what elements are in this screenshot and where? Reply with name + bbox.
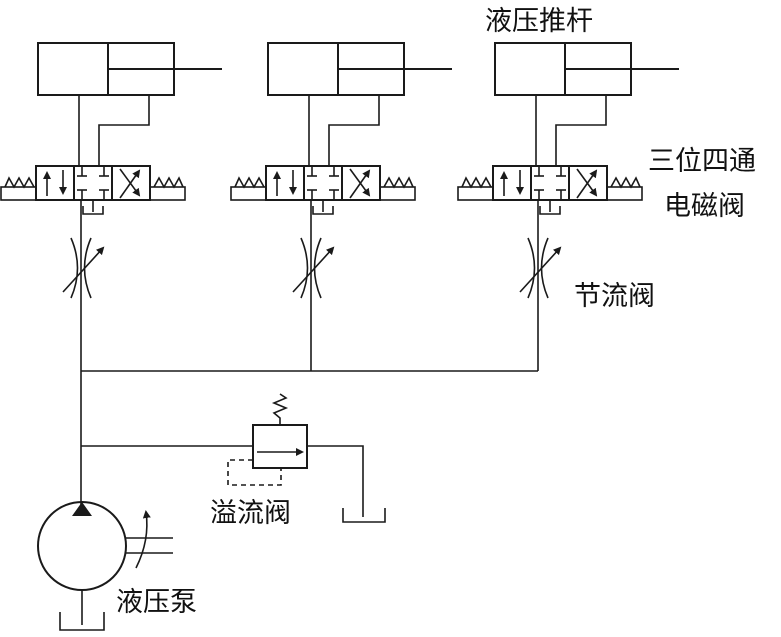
branch-2 — [231, 43, 452, 371]
relief-valve — [81, 393, 386, 523]
label-throttle: 节流阀 — [574, 281, 655, 312]
label-relief: 溢流阀 — [210, 498, 291, 529]
label-valve-line1: 三位四通 — [648, 146, 756, 177]
hydraulic-pump — [37, 501, 173, 631]
branch-3 — [458, 43, 679, 371]
label-valve-line2: 电磁阀 — [664, 191, 745, 222]
label-pump: 液压泵 — [116, 587, 197, 618]
label-actuator: 液压推杆 — [485, 6, 593, 37]
branch-1 — [1, 43, 222, 371]
